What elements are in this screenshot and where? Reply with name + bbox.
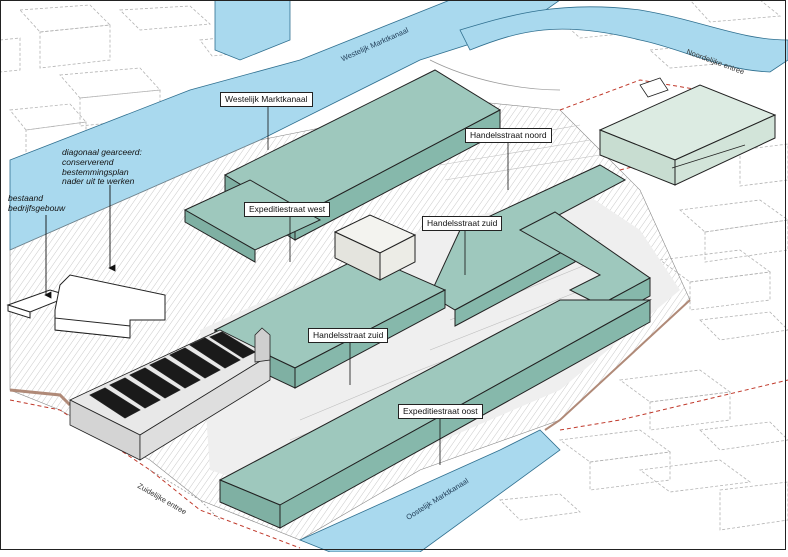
existing-buildings: [6, 274, 166, 339]
note-line-1: diagonaal gearceerd:: [62, 147, 142, 157]
note-diagonaal-gearceerd: diagonaal gearceerd: conserverend bestem…: [62, 147, 152, 187]
market-hall: [69, 327, 271, 461]
note-bestaand-line-2: bedrijfsgebouw: [8, 202, 66, 213]
bridge-noord: [639, 77, 669, 98]
note-line-2: conserverend: [62, 156, 114, 167]
note-bestaand-bedrijfsgebouw: bestaand bedrijfsgebouw: [8, 193, 88, 214]
market-hall-roof-stripes: [89, 331, 256, 419]
label-handelsstraat-noord: Handelsstraat noord: [465, 128, 552, 143]
quay-edge-east: [544, 299, 691, 431]
block-noord-building: [598, 84, 777, 186]
note-bestaand-line-1: bestaand: [8, 193, 43, 203]
label-handelsstraat-zuid-lower: Handelsstraat zuid: [308, 328, 389, 343]
label-expeditiestraat-west: Expeditiestraat west: [244, 202, 331, 217]
note-line-4: nader uit te werken: [62, 176, 135, 187]
quay-edge-sw: [9, 388, 72, 407]
water-upper-channel: [214, 0, 291, 61]
water-westelijk-marktkanaal: [9, 0, 561, 251]
road-noord: [429, 59, 561, 91]
surrounding-buildings-east: [499, 0, 788, 531]
label-leaders: [267, 104, 509, 465]
note-line-3: bestemmingsplan: [62, 166, 129, 177]
tower-building: [333, 214, 417, 281]
label-handelsstraat-zuid-upper: Handelsstraat zuid: [422, 216, 503, 231]
label-expeditiestraat-oost: Expeditiestraat oost: [398, 404, 483, 419]
label-westelijk-marktkanaal: Westelijk Marktkanaal: [220, 92, 313, 107]
road-zuid: [149, 469, 221, 521]
water-north-channel: [459, 6, 788, 73]
